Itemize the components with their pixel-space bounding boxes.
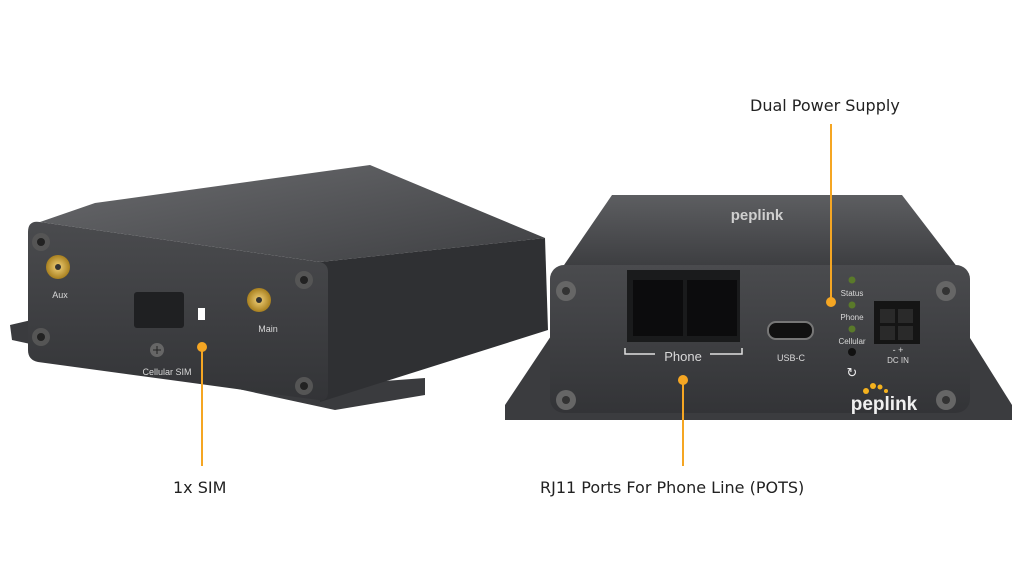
- usb-c-port: [767, 321, 814, 340]
- callout-lines: [201, 124, 832, 466]
- screw-icon: [936, 390, 956, 410]
- phone-bracket: [624, 348, 743, 355]
- phone-led-label: Phone: [840, 313, 864, 322]
- rj11-callout: RJ11 Ports For Phone Line (POTS): [540, 478, 805, 497]
- main-antenna-connector-icon: [247, 288, 271, 312]
- cellular-led: [848, 325, 856, 333]
- status-led-label: Status: [841, 289, 864, 298]
- rj11-port-1: [633, 280, 683, 336]
- screw-icon: [295, 377, 313, 395]
- status-led: [848, 276, 856, 284]
- phone-port-label: Phone: [664, 349, 702, 364]
- reset-icon: ↻: [847, 366, 858, 381]
- rj11-port-2: [687, 280, 737, 336]
- main-label: Main: [258, 324, 278, 334]
- reset-button: [848, 348, 856, 356]
- screw-icon: [936, 281, 956, 301]
- screw-icon: [556, 281, 576, 301]
- screw-icon: [32, 328, 50, 346]
- dc-polarity-label: - +: [893, 345, 904, 355]
- phone-led: [848, 301, 856, 309]
- peplink-logo: peplink: [851, 394, 918, 415]
- sim-slot-cover: [134, 292, 184, 328]
- rj11-callout-dot: [678, 375, 688, 385]
- dc-in-label: DC IN: [887, 356, 909, 365]
- cellular-sim-label: Cellular SIM: [142, 367, 191, 377]
- sim-callout-dot: [197, 342, 207, 352]
- side-face: [320, 238, 548, 402]
- top-face: [40, 165, 545, 262]
- dc-pins: [880, 309, 913, 340]
- top-logo: peplink: [731, 207, 784, 224]
- aux-label: Aux: [52, 290, 68, 300]
- screw-icon: [295, 271, 313, 289]
- power-callout-dot: [826, 297, 836, 307]
- cellular-led-label: Cellular: [838, 337, 865, 346]
- top-face: [562, 195, 958, 268]
- right-router-device: peplink Phone USB-C Status Phone Cellula…: [505, 195, 1012, 420]
- dual-power-supply-callout: Dual Power Supply: [750, 96, 900, 115]
- screw-icon: [556, 390, 576, 410]
- left-router-device: Aux Main Cellular SIM: [10, 165, 548, 410]
- aux-antenna-connector-icon: [46, 255, 70, 279]
- peplink-logo-dots: [863, 383, 888, 394]
- screw-icon: [32, 233, 50, 251]
- usb-c-label: USB-C: [777, 353, 806, 363]
- sim-callout: 1x SIM: [173, 478, 227, 497]
- sim-screw-icon: [150, 343, 164, 357]
- sim-indicator: [198, 308, 205, 320]
